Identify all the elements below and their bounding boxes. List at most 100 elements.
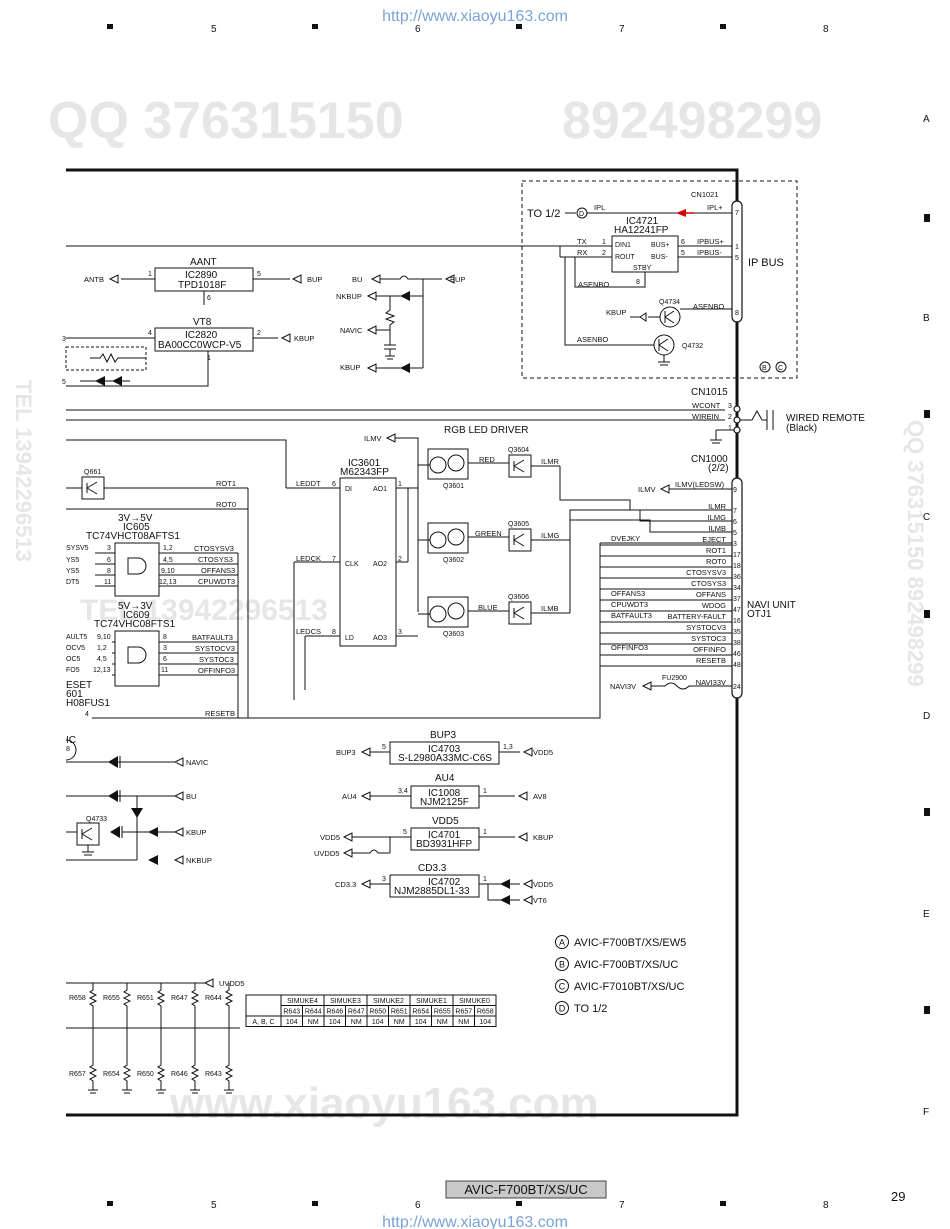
grid-col-labels: 5 6 7 8 5 6 7 8 [211,24,829,1211]
ic2820-part: BA00CC0WCP-V5 [158,340,242,351]
legend-text: AVIC-F7010BT/XS/UC [574,981,684,993]
navi-net: ILMG [708,513,727,522]
watermark-left-tel: TEL 13942296513 [11,380,36,562]
svg-text:1: 1 [148,271,152,278]
navi-pin: 46 [733,651,741,658]
legend-mark-letter: C [559,982,566,992]
table-cell: 104 [286,1019,298,1026]
svg-text:Q3605: Q3605 [508,521,529,528]
svg-text:4,5: 4,5 [97,656,107,663]
regulator-bup3: BUP3 IC4703 S-L2980A33MC-C6S BUP3 VDD5 5… [336,730,553,765]
navi-rows: 97ILMR6ILMG5ILMB3EJECT17ROT118ROT036CTOS… [600,487,741,691]
legend-mark [555,979,569,993]
resistor-label-top: R644 [205,995,222,1002]
svg-text:5V→3V: 5V→3V [118,601,153,612]
ip-bus-section: CN1021 IP BUS 7 1 5 8 TO 1/2 D IPL IPL+ … [521,180,798,379]
table-sub-header: R651 [391,1009,408,1016]
svg-text:5: 5 [382,744,386,751]
cn1015-block: CN1015 WCONT WIREIN 3 2 1 WIRED REMOTE (… [66,387,865,474]
table-row-label: A, B, C [252,1019,274,1026]
regulator-au4: AU4 IC1008 NJM2125F AU4 AV8 3,4 1 [342,773,547,809]
legend-text: TO 1/2 [574,1003,607,1015]
table-border [245,994,497,1027]
svg-text:1: 1 [483,788,487,795]
grid-col-label: 5 [211,24,217,35]
svg-text:IC4703: IC4703 [428,744,461,755]
svg-text:AULT5: AULT5 [66,634,87,641]
to-half-label: TO 1/2 [527,208,560,220]
navi-net: WDOG [702,601,726,610]
navi-pin: 36 [733,574,741,581]
svg-text:ILMG: ILMG [541,531,560,540]
grid-col-label: 7 [619,1200,625,1211]
svg-text:5: 5 [62,379,66,386]
svg-text:BATFAULT3: BATFAULT3 [611,611,652,620]
svg-text:Q3603: Q3603 [443,631,464,638]
resistor-label-bottom: R654 [103,1071,120,1078]
svg-text:Q4732: Q4732 [682,343,703,350]
svg-text:BUP3: BUP3 [336,748,356,757]
legend-text: AVIC-F700BT/XS/UC [574,959,678,971]
navi-net: SYSTOC3 [691,634,726,643]
svg-text:OFFINFO3: OFFINFO3 [611,643,648,652]
svg-text:LD: LD [345,635,354,642]
svg-text:NJM2125F: NJM2125F [420,797,469,808]
rgb-led-driver: RGB LED DRIVER ILMV IC3601 M62343FP DI C… [66,425,570,700]
svg-text:ILMV(LEDSW): ILMV(LEDSW) [675,480,725,489]
table-cell: 104 [329,1019,341,1026]
svg-text:3: 3 [163,645,167,652]
svg-text:KBUP: KBUP [294,334,314,343]
svg-text:VDD5: VDD5 [533,880,553,889]
svg-text:601: 601 [66,689,83,700]
navi-pin: 38 [733,640,741,647]
svg-text:NAVIC: NAVIC [186,758,209,767]
svg-text:2: 2 [728,414,732,421]
navi-pin: 7 [733,508,737,515]
svg-text:IC: IC [66,735,76,746]
svg-text:S-L2980A33MC-C6S: S-L2980A33MC-C6S [398,753,492,764]
ic4721-name: IC4721 [626,216,659,227]
svg-text:3: 3 [107,545,111,552]
svg-text:RESETB: RESETB [205,709,235,718]
navi-pin: 34 [733,585,741,592]
table-group-header: SIMUKE0 [459,998,490,1005]
svg-text:1,2: 1,2 [163,545,173,552]
resistor-label-top: R655 [103,995,120,1002]
svg-text:(2/2): (2/2) [708,463,729,474]
svg-text:NAVIC: NAVIC [340,326,363,335]
svg-text:CN1015: CN1015 [691,387,728,398]
svg-text:NKBUP: NKBUP [186,856,212,865]
frame-ticks [107,24,930,1206]
svg-text:7: 7 [735,210,739,217]
svg-text:12,13: 12,13 [159,579,177,586]
ic3601-name: IC3601 [348,458,381,469]
svg-text:2: 2 [398,556,402,563]
table-sub-header: R650 [369,1009,386,1016]
navi-net: ILMB [708,524,726,533]
navi-net: SYSTOCV3 [686,623,726,632]
table-sub-header: R647 [348,1009,365,1016]
svg-text:ASENBO: ASENBO [577,335,608,344]
svg-text:NKBUP: NKBUP [336,292,362,301]
table-cell: NM [394,1019,405,1026]
svg-text:ASENBO: ASENBO [693,302,724,311]
table-cell: 104 [415,1019,427,1026]
table-cell: 104 [479,1019,491,1026]
grid-row-label: E [923,909,930,920]
svg-text:IPBUS-: IPBUS- [697,248,723,257]
navi-net: BATTERY-FAULT [668,612,727,621]
svg-text:BUP3: BUP3 [430,730,457,741]
svg-text:5: 5 [681,250,685,257]
svg-text:BUP: BUP [450,275,465,284]
svg-text:LEDDT: LEDDT [296,479,321,488]
table-sub-header: R657 [455,1009,472,1016]
svg-text:ILMB: ILMB [541,604,559,613]
svg-text:1: 1 [728,425,732,432]
svg-text:7: 7 [332,556,336,563]
svg-text:3: 3 [382,876,386,883]
svg-text:CLK: CLK [345,561,359,568]
lower-left-power: NAVIC BU KBUP NKBUP Q4733 [66,756,212,865]
svg-text:SYSTOC3: SYSTOC3 [199,655,234,664]
svg-text:3: 3 [62,336,66,343]
resistor [88,983,98,1090]
